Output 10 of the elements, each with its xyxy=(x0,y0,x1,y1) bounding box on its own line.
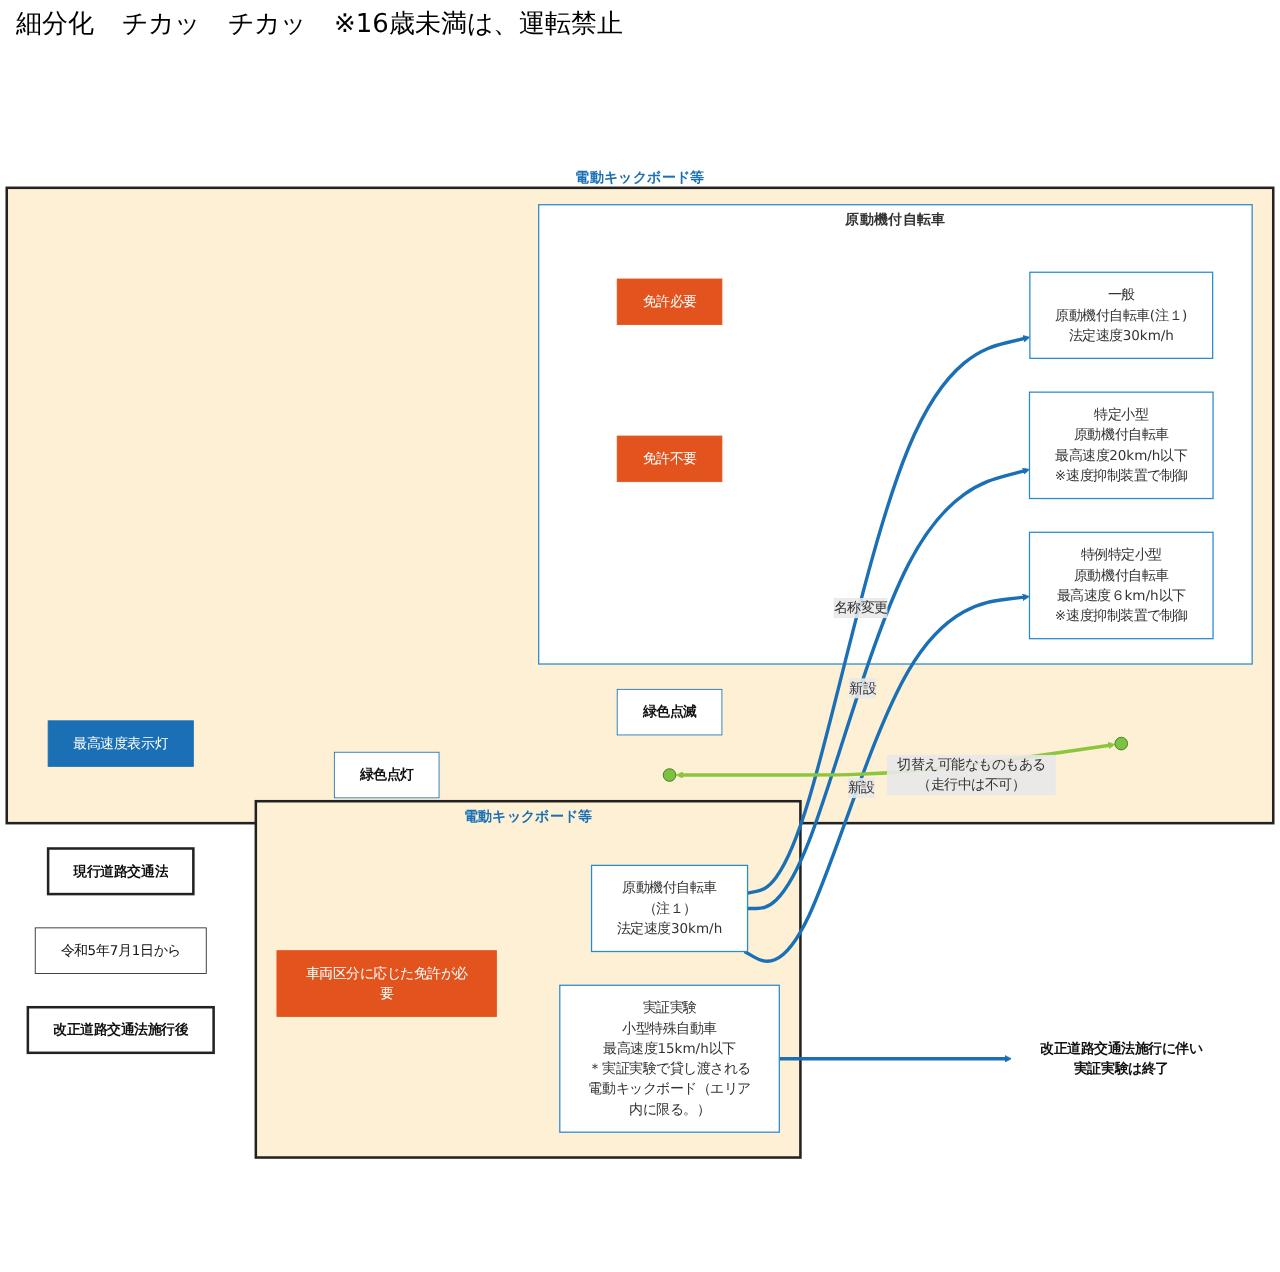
arrow xyxy=(743,593,1030,963)
note-text: ※16歳未満は、運転禁止 xyxy=(334,8,623,42)
note-text: チカッ xyxy=(122,8,200,42)
note-text: チカッ xyxy=(228,8,306,42)
node-circle xyxy=(662,768,677,782)
note-text: 細分化 xyxy=(16,8,94,42)
arrow xyxy=(779,1055,1012,1063)
node-circle xyxy=(1114,736,1128,751)
arrow xyxy=(747,467,1030,911)
arrow xyxy=(747,335,1031,895)
